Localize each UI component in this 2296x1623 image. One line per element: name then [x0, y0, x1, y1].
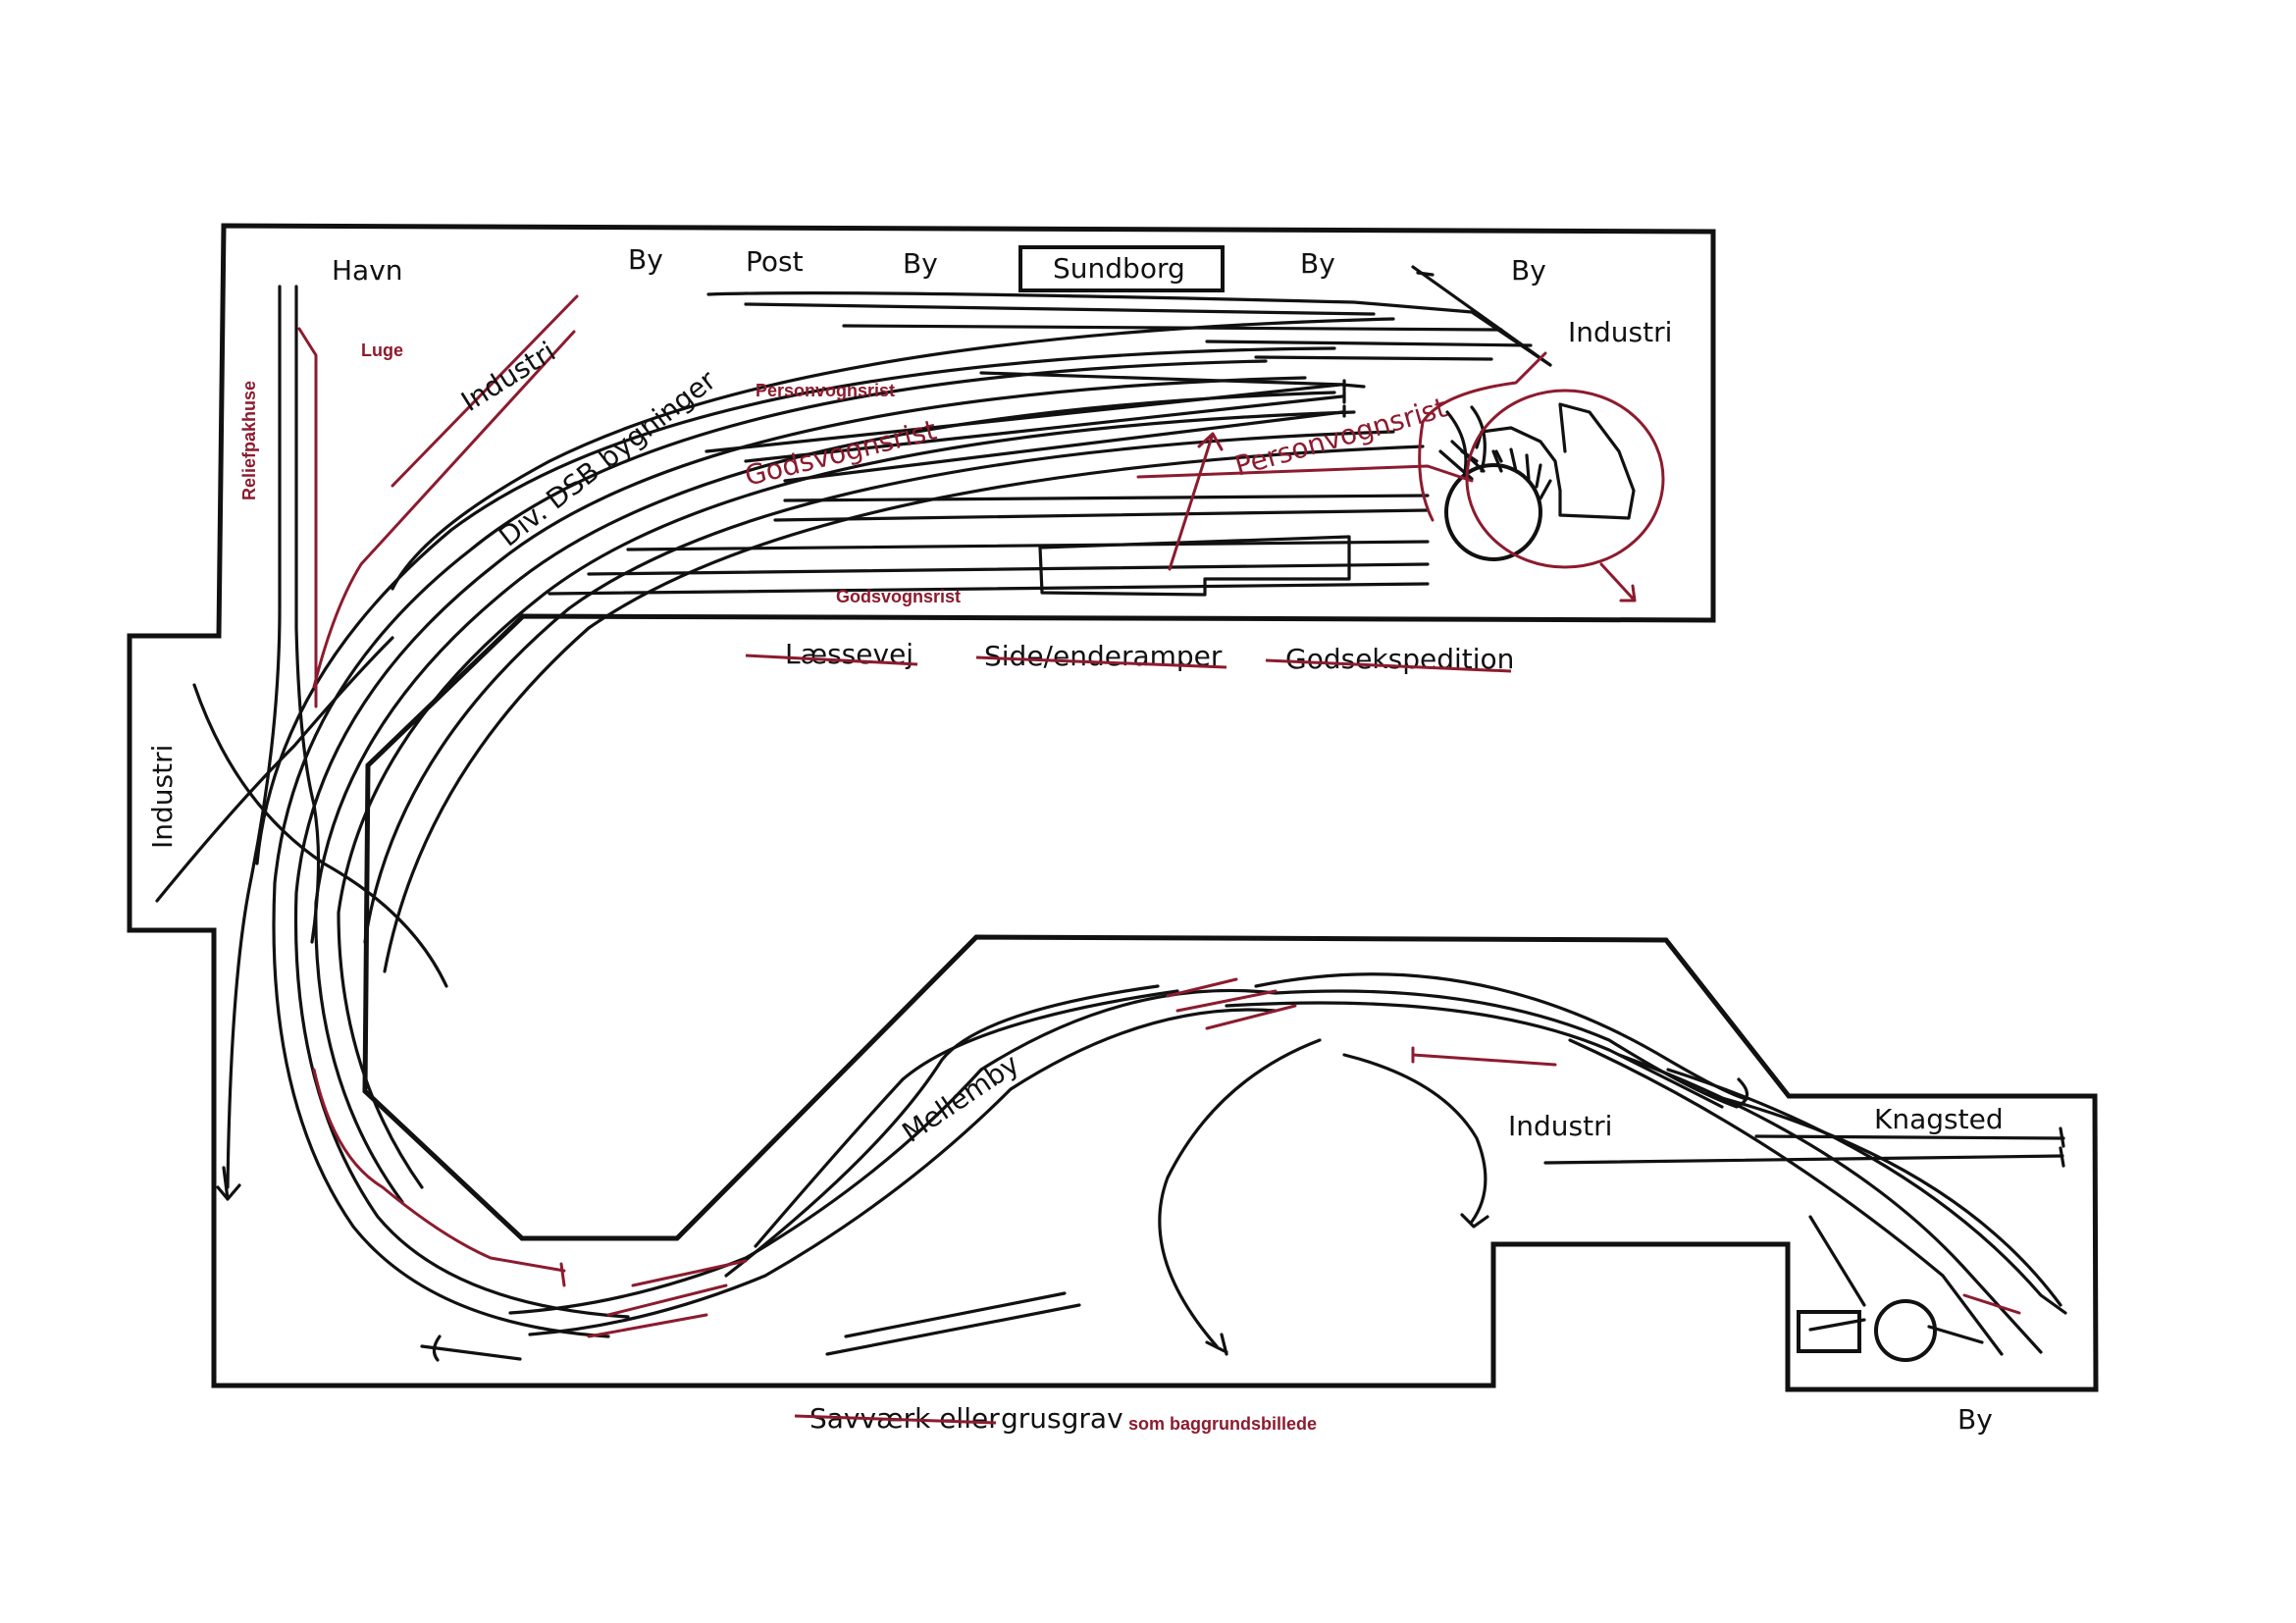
note-som-baggrund: som baggrundsbillede [1128, 1414, 1317, 1434]
knagsted-shed [1797, 1310, 1861, 1353]
label-by-4: By [1511, 254, 1546, 287]
diagonal-sidings [548, 379, 1430, 596]
label-industri-top: Industri [1568, 316, 1672, 348]
note-personvognsrist-1: Personvognsrist [756, 381, 895, 400]
loop-2-end [1460, 1213, 1489, 1229]
label-grusgrav: grusgrav [1001, 1402, 1123, 1435]
struck-side-enderamper: Side/enderamper [984, 640, 1223, 672]
label-by-1: By [628, 243, 663, 276]
lower-tracks [420, 972, 2067, 1362]
loop-2 [1342, 1053, 1487, 1224]
label-industri-lower: Industri [1508, 1110, 1612, 1142]
roundhouse-stalls [1491, 447, 1552, 500]
roundhouse [1475, 402, 1636, 520]
note-luge: Luge [361, 340, 403, 360]
loop-1 [1158, 1038, 1322, 1348]
industri-left-spur-2 [155, 636, 394, 903]
label-industri-left: Industri [146, 745, 179, 849]
sundborg-box [1018, 245, 1225, 292]
knagsted-turntable [1874, 1299, 1937, 1362]
label-havn: Havn [332, 254, 403, 287]
label-sundborg: Sundborg [1053, 252, 1185, 285]
harbour-tracks [216, 285, 321, 1201]
note-reliefpakhuse: Reliefpakhuse [239, 381, 259, 500]
upper-station-tracks [706, 265, 1552, 389]
turntable [1438, 405, 1542, 561]
industri-left-spur [192, 683, 448, 988]
freight-platform [1038, 535, 1351, 597]
struck-laessevej: Læssevej [785, 638, 913, 670]
label-post: Post [746, 245, 804, 278]
note-godsvognsrist-2: Godsvognsrist [836, 587, 961, 606]
label-by-bottom: By [1957, 1403, 1993, 1436]
label-by-2: By [903, 247, 938, 280]
loop-1-end [1205, 1333, 1228, 1356]
label-by-3: By [1300, 247, 1335, 280]
main-curve-tracks [255, 317, 1425, 1338]
label-knagsted: Knagsted [1874, 1103, 2004, 1135]
room-outline [127, 223, 2099, 1392]
red-annotations [297, 294, 2021, 1338]
